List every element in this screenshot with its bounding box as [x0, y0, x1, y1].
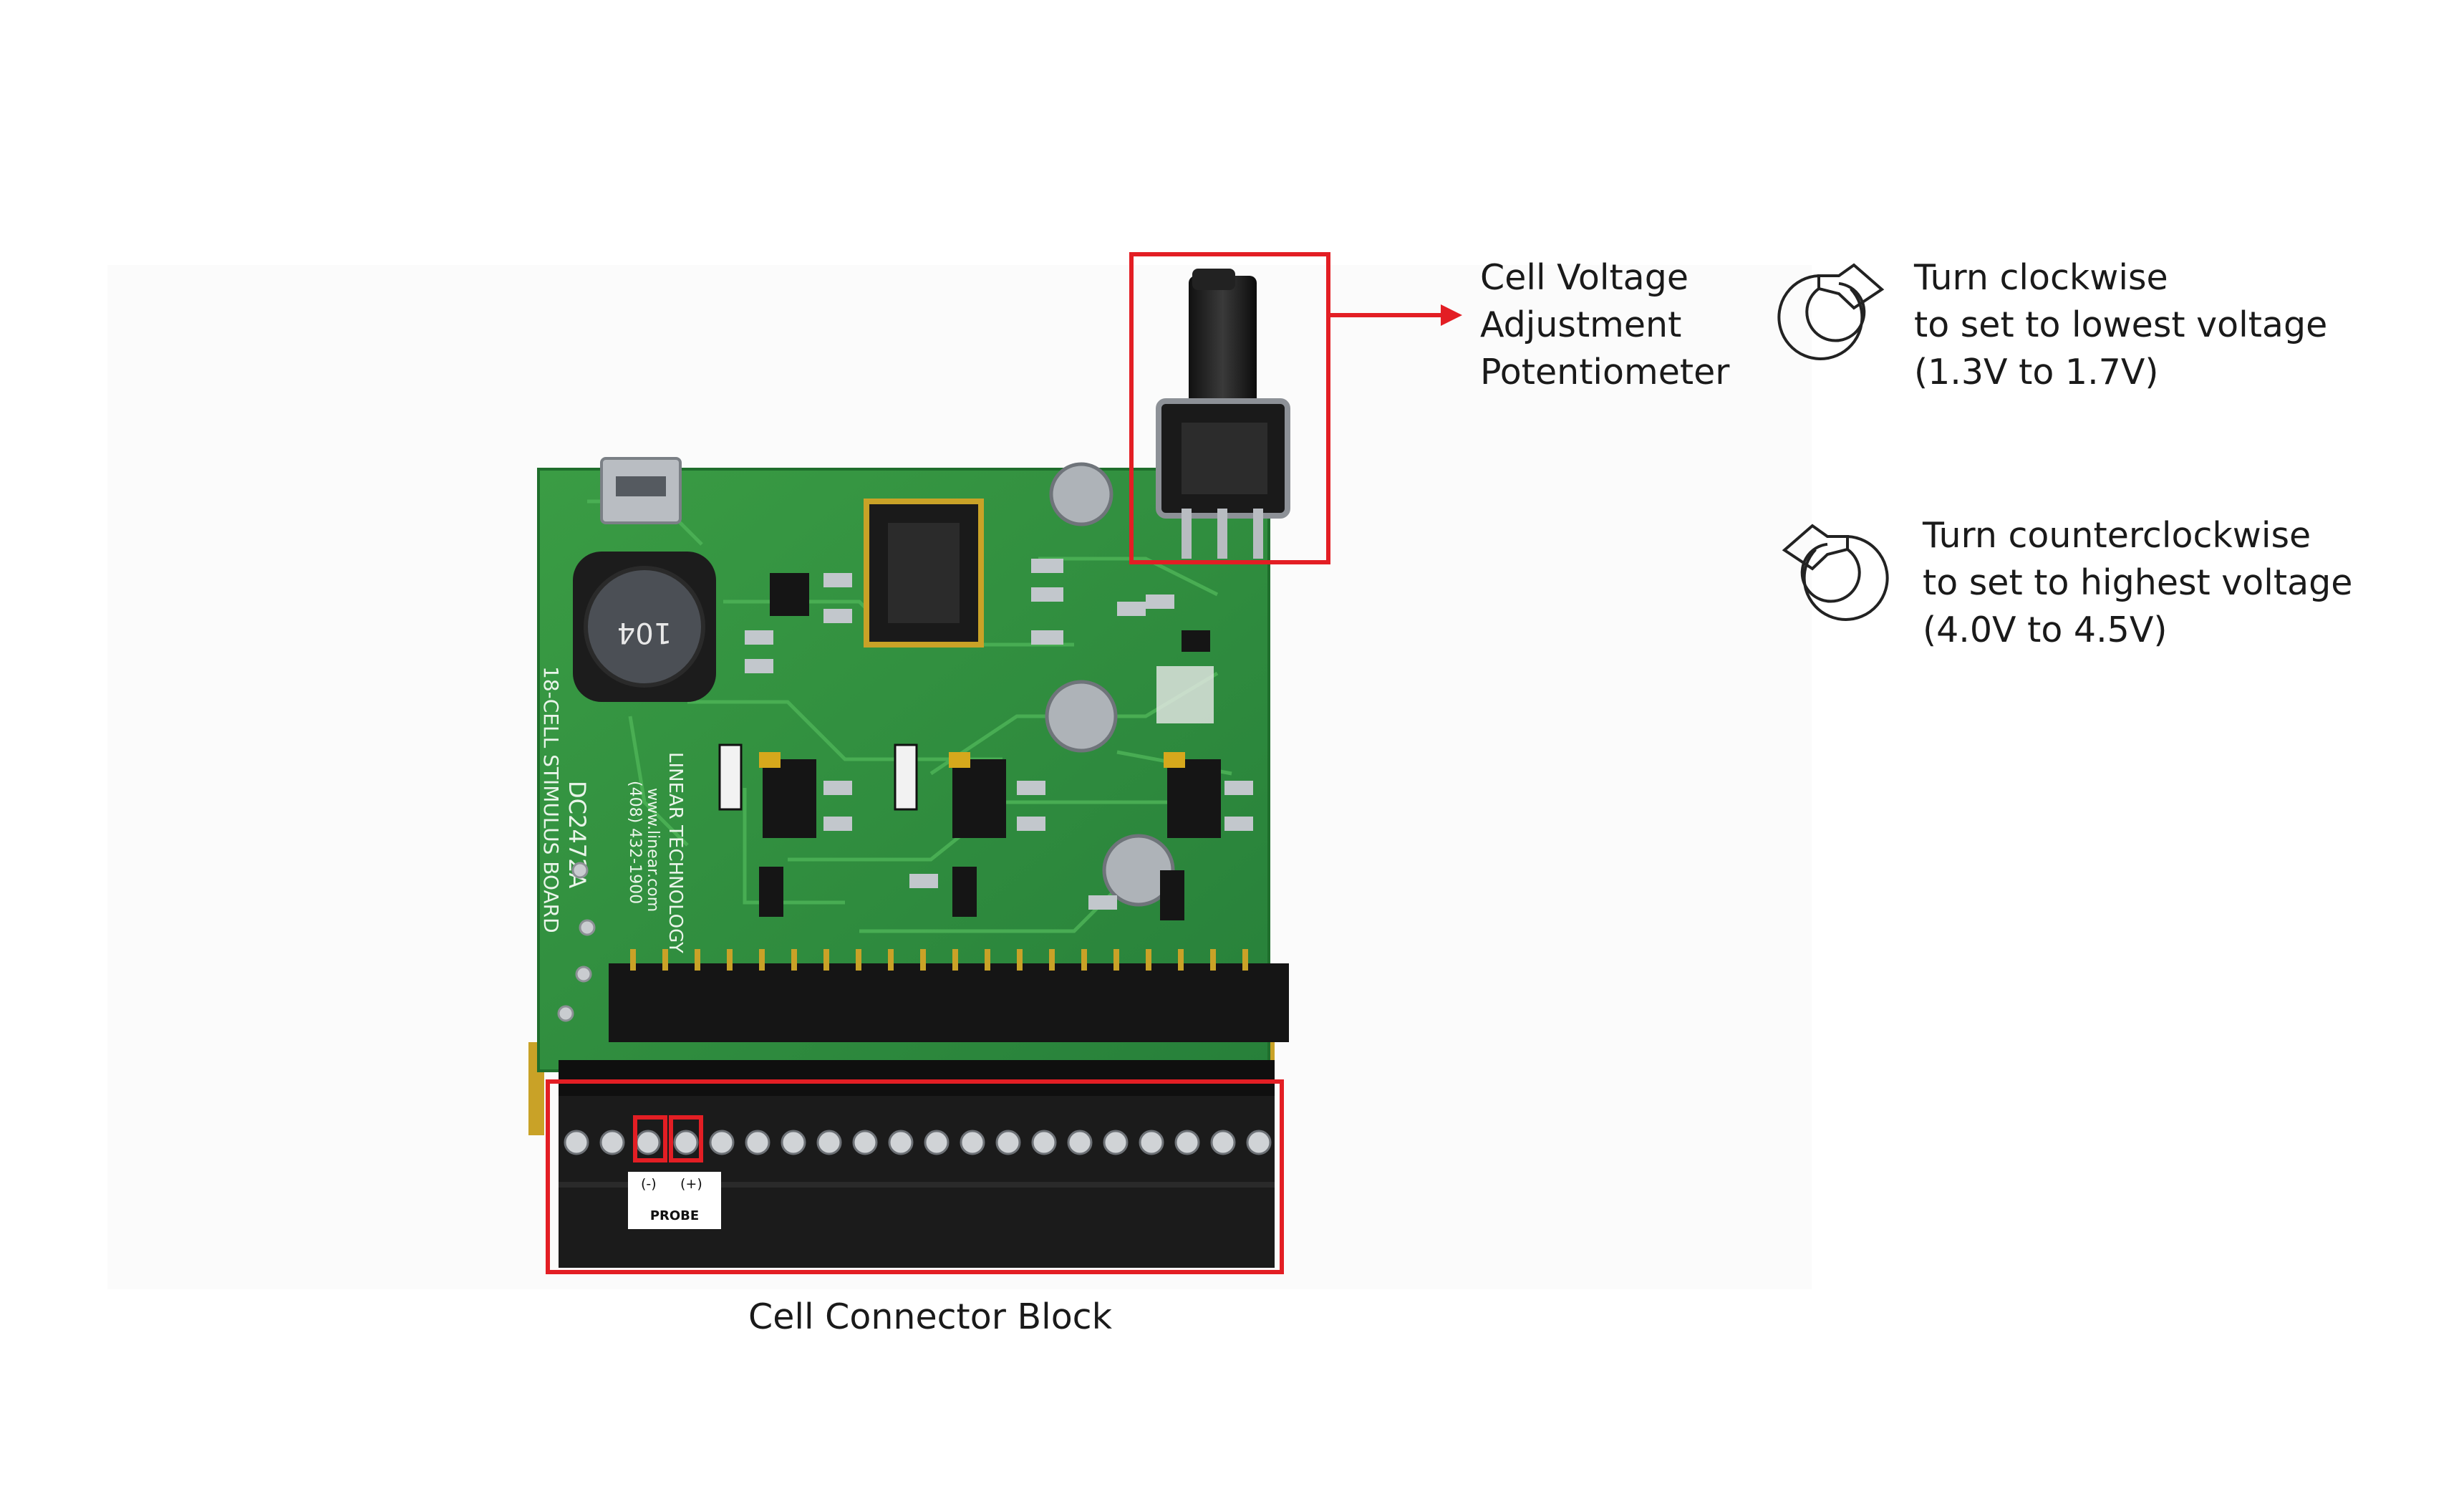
- probe-minus-label: (-): [641, 1176, 657, 1192]
- probe-title: PROBE: [649, 1208, 700, 1223]
- probe-minus-highlight: [633, 1115, 667, 1162]
- potentiometer-label-line-1: Cell Voltage: [1480, 257, 1688, 298]
- integrated-circuits: [718, 573, 1221, 838]
- board-phone: (408) 432-1900: [626, 781, 644, 904]
- capacitor: [1049, 462, 1113, 526]
- jumper-strip: [609, 949, 1289, 1042]
- potentiometer-highlight: [1129, 252, 1330, 564]
- probe-plus-label: (+): [680, 1176, 702, 1192]
- counterclockwise-instruction: Turn counterclockwise to set to highest …: [1923, 512, 2352, 654]
- callout-arrow: [1328, 304, 1462, 326]
- probe-label-box: (-) (+) PROBE: [628, 1172, 721, 1229]
- board-web: www.linear.com: [644, 788, 662, 912]
- counterclockwise-line-3: (4.0V to 4.5V): [1923, 610, 2168, 650]
- inductor-code: 104: [617, 616, 672, 649]
- cell-connector-block: [559, 1060, 1275, 1268]
- clockwise-line-3: (1.3V to 1.7V): [1914, 352, 2159, 393]
- board-maker: LINEAR TECHNOLOGY: [665, 752, 686, 953]
- board-subtitle: 18-CELL STIMULUS BOARD: [539, 666, 563, 933]
- clockwise-instruction: Turn clockwise to set to lowest voltage …: [1914, 254, 2327, 396]
- transformer-core: [888, 523, 960, 623]
- counterclockwise-arrow-icon: [1782, 524, 1889, 621]
- potentiometer: [1156, 269, 1290, 559]
- usb-port: [616, 476, 666, 496]
- clockwise-arrow-icon: [1777, 263, 1885, 360]
- passive-components: [745, 559, 1253, 910]
- potentiometer-label: Cell Voltage Adjustment Potentiometer: [1480, 254, 1729, 396]
- potentiometer-label-line-3: Potentiometer: [1480, 352, 1730, 393]
- clockwise-line-2: to set to lowest voltage: [1914, 304, 2328, 345]
- capacitor: [1045, 680, 1118, 753]
- connector-caption: Cell Connector Block: [748, 1296, 1112, 1337]
- clockwise-line-1: Turn clockwise: [1914, 257, 2168, 298]
- connector-highlight: [546, 1079, 1284, 1274]
- probe-plus-highlight: [669, 1115, 703, 1162]
- counterclockwise-line-1: Turn counterclockwise: [1923, 515, 2311, 556]
- potentiometer-label-line-2: Adjustment: [1480, 304, 1682, 345]
- test-pads: [557, 862, 596, 1022]
- counterclockwise-line-2: to set to highest voltage: [1923, 562, 2353, 603]
- header-jumpers: [759, 867, 1184, 920]
- inductor-core: [584, 566, 705, 688]
